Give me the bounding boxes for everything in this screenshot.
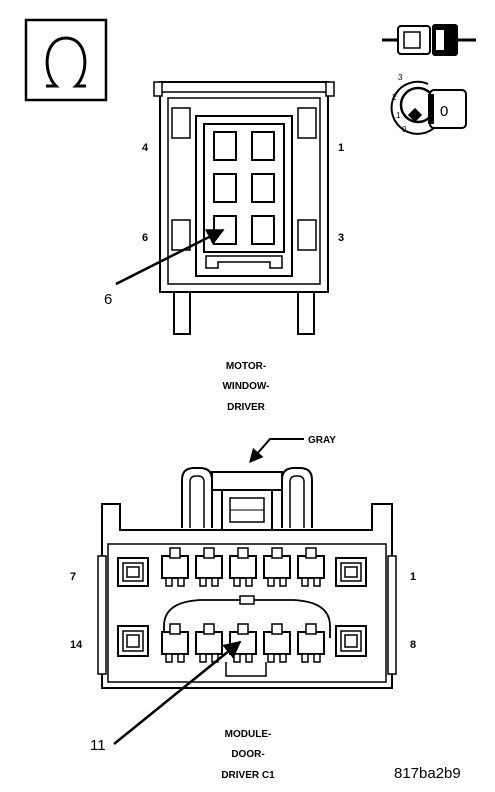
pin-label-4: 4 (142, 142, 149, 154)
caption-c1-line-3: DRIVER C1 (221, 770, 275, 781)
pin-label-6: 6 (142, 232, 148, 244)
pin-label-8: 8 (410, 639, 416, 651)
callout-6: 6 (104, 291, 112, 308)
ignition-switch-icon: 3 2 1 0 0 (390, 73, 467, 135)
pin-label-3: 3 (338, 232, 344, 244)
caption-line-3: DRIVER (227, 402, 266, 413)
caption-line-2: WINDOW- (222, 381, 269, 392)
ignition-position-1: 1 (396, 111, 401, 120)
ignition-position-2: 2 (392, 93, 397, 102)
callout-arrow-11 (113, 640, 242, 745)
ignition-position-0: 0 (402, 125, 407, 134)
ignition-key-label: 0 (440, 103, 448, 120)
motor-window-driver-connector (153, 81, 335, 335)
figure-id: 817ba2b9 (394, 765, 461, 782)
gray-color-label: GRAY (308, 435, 336, 446)
pin-label-1: 1 (338, 142, 344, 154)
connector-icon (382, 24, 476, 56)
caption-c1-line-1: MODULE- (225, 729, 272, 740)
caption-c1-line-2: DOOR- (231, 749, 264, 760)
callout-11: 11 (90, 737, 106, 754)
omega-icon (24, 18, 108, 102)
top-row-cavities (117, 547, 367, 587)
callout-arrow-6 (115, 228, 225, 286)
module-door-driver-c1-connector (97, 467, 397, 689)
pin-label-14: 14 (70, 639, 83, 651)
gray-callout-arrow (249, 438, 304, 464)
pin-label-7: 7 (70, 571, 76, 583)
pin-label-1-c1: 1 (410, 571, 416, 583)
caption-line-1: MOTOR- (226, 361, 266, 372)
ignition-position-3: 3 (398, 73, 403, 82)
